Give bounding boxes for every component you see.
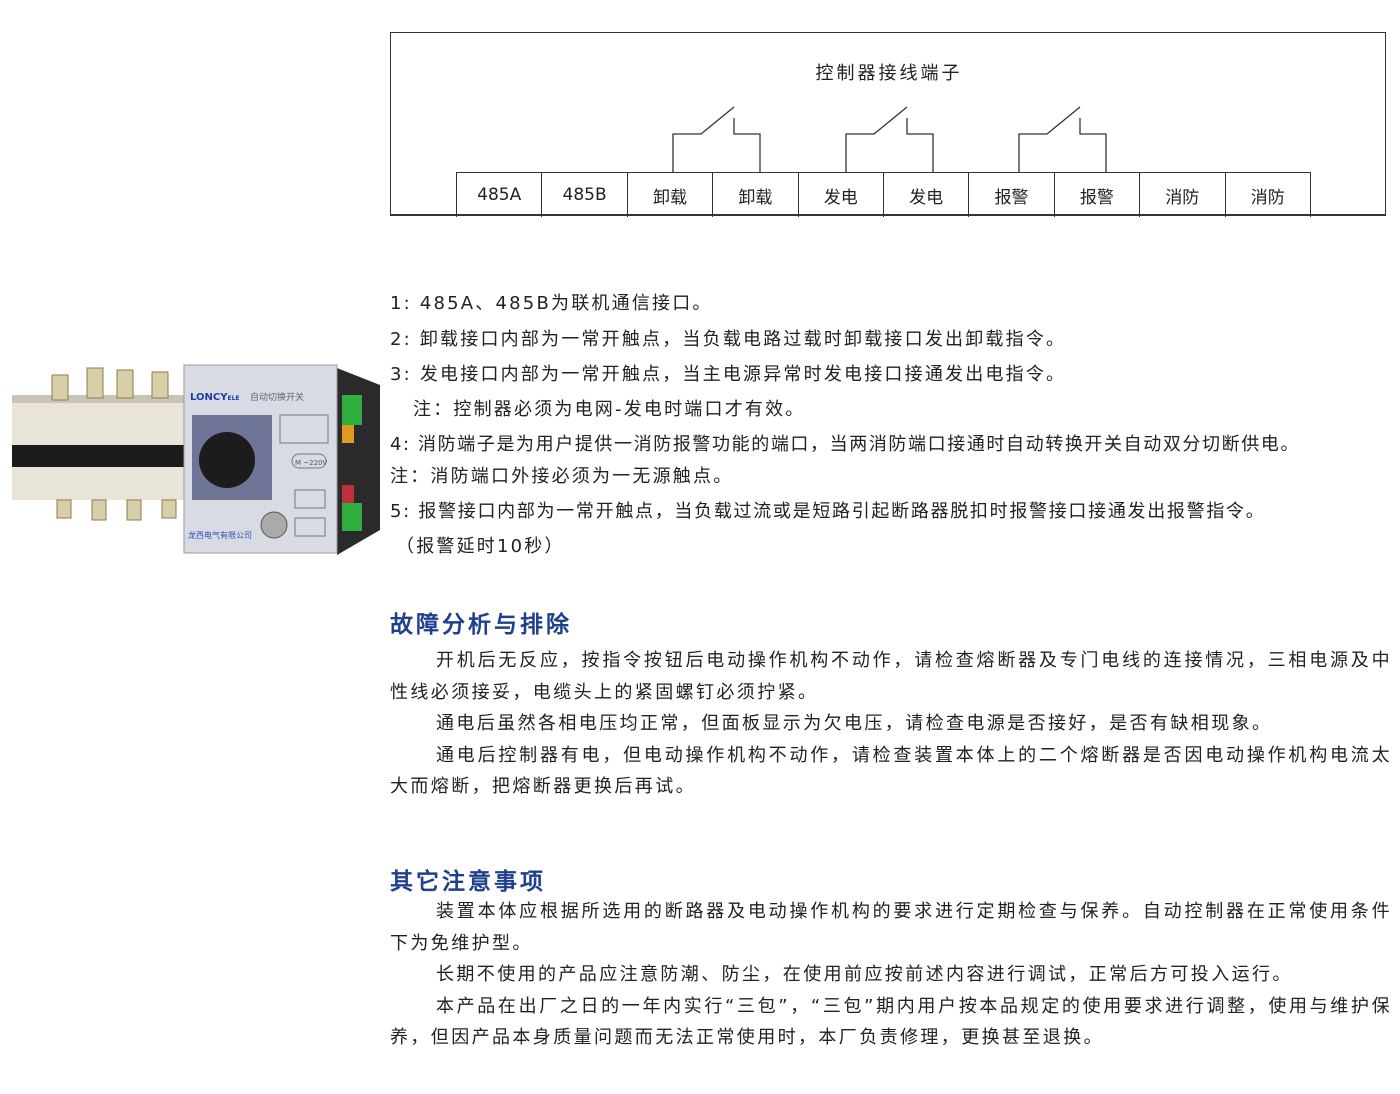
other-paragraph: 长期不使用的产品应注意防潮、防尘，在使用前应按前述内容进行调试，正常后方可投入运… — [436, 964, 1293, 985]
note-5-remark: （报警延时10秒） — [396, 536, 565, 557]
other-heading: 其它注意事项 — [390, 869, 546, 895]
terminal-row: 485A 485B 卸载 卸载 发电 发电 报警 报警 消防 消防 — [456, 172, 1311, 217]
svg-text:M ~220V: M ~220V — [295, 459, 327, 467]
note-1: 1: 485A、485B为联机通信接口。 — [390, 293, 713, 314]
svg-text:自动切换开关: 自动切换开关 — [250, 391, 304, 403]
contact-symbols — [672, 106, 1107, 172]
note-3: 3: 发电接口内部为一常开触点，当主电源异常时发电接口接通发出电指令。 — [390, 364, 1067, 385]
product-image-transfer-switch: LONCYELE 自动切换开关 M ~220V 龙西电气有限公司 — [12, 364, 380, 555]
svg-text:龙西电气有限公司: 龙西电气有限公司 — [188, 530, 252, 540]
terminal-fire-2: 消防 — [1224, 172, 1311, 217]
note-4: 4: 消防端子是为用户提供一消防报警功能的端口，当两消防端口接通时自动转换开关自… — [390, 434, 1301, 455]
terminal-fire-1: 消防 — [1139, 172, 1226, 217]
svg-text:LONCYELE: LONCYELE — [190, 392, 240, 403]
fault-paragraph: 通电后控制器有电，但电动操作机构不动作，请检查装置本体上的二个熔断器是否因电动操… — [390, 744, 1392, 798]
other-body: 装置本体应根据所选用的断路器及电动操作机构的要求进行定期检查与保养。自动控制器在… — [390, 896, 1392, 1054]
terminal-generator-2: 发电 — [882, 172, 970, 217]
note-3-remark: 注：控制器必须为电网-发电时端口才有效。 — [413, 399, 806, 420]
fault-paragraph: 开机后无反应，按指令按钮后电动操作机构不动作，请检查熔断器及专门电线的连接情况，… — [390, 650, 1392, 703]
diagram-title: 控制器接线端子 — [815, 63, 963, 84]
fault-body: 开机后无反应，按指令按钮后电动操作机构不动作，请检查熔断器及专门电线的连接情况，… — [390, 645, 1392, 803]
terminal-diagram: 控制器接线端子 485A 485B 卸载 卸载 发电 发电 报警 报警 消防 消… — [390, 32, 1386, 217]
other-paragraph: 装置本体应根据所选用的断路器及电动操作机构的要求进行定期检查与保养。自动控制器在… — [390, 901, 1392, 954]
note-2: 2: 卸载接口内部为一常开触点，当负载电路过载时卸载接口发出卸载指令。 — [390, 329, 1067, 350]
terminal-485b: 485B — [541, 172, 628, 217]
contact-generator — [845, 106, 934, 172]
terminal-unload-2: 卸载 — [712, 172, 799, 217]
contact-unload — [672, 106, 761, 172]
terminal-generator-1: 发电 — [797, 172, 884, 217]
terminal-485a: 485A — [456, 172, 543, 217]
other-paragraph: 本产品在出厂之日的一年内实行“三包”，“三包”期内用户按本品规定的使用要求进行调… — [390, 995, 1392, 1049]
contact-alarm — [1018, 106, 1107, 172]
note-4-remark: 注：消防端口外接必须为一无源触点。 — [390, 466, 734, 487]
note-5: 5: 报警接口内部为一常开触点，当负载过流或是短路引起断路器脱扣时报警接口接通发… — [390, 501, 1266, 522]
fault-heading: 故障分析与排除 — [390, 612, 572, 638]
terminal-alarm-2: 报警 — [1053, 172, 1141, 217]
fault-paragraph: 通电后虽然各相电压均正常，但面板显示为欠电压，请检查电源是否接好，是否有缺相现象… — [436, 713, 1273, 734]
terminal-alarm-1: 报警 — [968, 172, 1055, 217]
terminal-unload-1: 卸载 — [626, 172, 714, 217]
